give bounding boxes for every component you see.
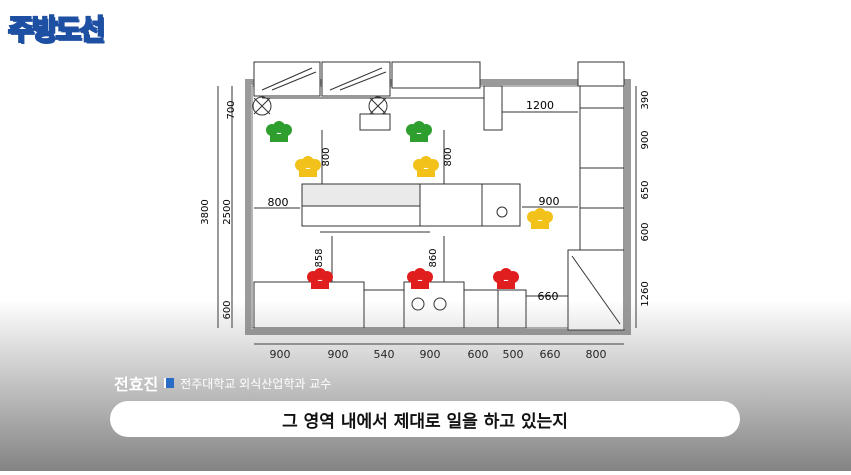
chef-hat-icon <box>493 268 519 289</box>
chef-hat-icon <box>406 121 432 142</box>
top-right-counter <box>577 61 625 87</box>
dim-3800: 3800 <box>200 199 211 224</box>
dim-right-390: 390 <box>640 90 651 109</box>
chef-hat-icon <box>307 268 333 289</box>
fan-left <box>252 96 272 116</box>
speaker-marker-icon <box>164 378 175 388</box>
dim-800-left-vertical: 800 <box>321 147 332 166</box>
hood-unit-left <box>253 61 321 97</box>
prep-island <box>301 183 521 227</box>
dim-800-right-vertical: 800 <box>443 147 454 166</box>
dim-900-island: 900 <box>539 195 560 208</box>
chef-hat-icon <box>527 208 553 229</box>
subtitle-caption: 그 영역 내에서 제대로 일을 하고 있는지 <box>110 401 740 437</box>
dim-right-650: 650 <box>640 180 651 199</box>
channel-logo: 주방도선 <box>7 12 106 47</box>
speaker-affiliation: 전주대학교 외식산업학과 교수 <box>180 376 332 391</box>
bottom-gradient-overlay <box>0 300 851 471</box>
dim-2500: 2500 <box>222 199 233 224</box>
chef-hat-icon <box>407 268 433 289</box>
dim-660-interior: 660 <box>538 290 559 303</box>
dim-right-900: 900 <box>640 130 651 149</box>
top-counter <box>391 61 481 89</box>
small-sink <box>359 113 391 131</box>
dim-1200: 1200 <box>526 99 554 112</box>
speaker-name: 전효진 <box>114 375 159 394</box>
column <box>483 85 503 131</box>
dim-858: 858 <box>314 248 325 267</box>
speaker-lower-third: 전효진 전주대학교 외식산업학과 교수 <box>114 372 331 394</box>
chef-hat-icon <box>266 121 292 142</box>
fan-middle <box>368 96 388 116</box>
dim-right-600: 600 <box>640 222 651 241</box>
chef-hat-icon <box>295 156 321 177</box>
chef-hat-icon <box>413 156 439 177</box>
hood-unit-middle <box>321 61 391 97</box>
dim-700: 700 <box>226 100 237 119</box>
dim-860: 860 <box>428 248 439 267</box>
dim-800-horizontal: 800 <box>268 196 289 209</box>
dim-right-1260: 1260 <box>640 281 651 306</box>
right-equipment <box>567 85 625 331</box>
